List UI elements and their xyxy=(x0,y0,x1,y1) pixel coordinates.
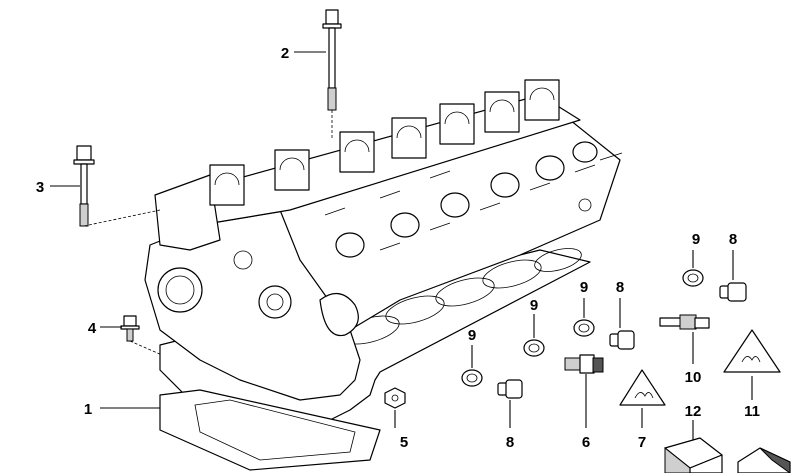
sensor-with-lead[interactable] xyxy=(659,314,710,330)
screw-plug-3[interactable] xyxy=(719,282,747,302)
callout-8-middle: 8 xyxy=(616,279,624,296)
callout-numbers: 1 2 3 4 5 6 7 8 8 8 9 9 9 9 10 11 12 xyxy=(36,45,760,451)
callout-8-right: 8 xyxy=(729,231,737,248)
callout-4: 4 xyxy=(88,320,97,337)
sealing-ring-3[interactable] xyxy=(573,319,595,337)
callout-9-third: 9 xyxy=(580,279,588,296)
lower-gasket-plate[interactable] xyxy=(159,389,381,471)
hex-nut[interactable] xyxy=(384,387,406,409)
head-bolt-short[interactable] xyxy=(73,145,95,227)
callout-1: 1 xyxy=(84,401,92,418)
screw-plug-1[interactable] xyxy=(497,379,523,399)
sealing-ring-1[interactable] xyxy=(461,369,483,387)
sealing-ring-4[interactable] xyxy=(682,269,704,287)
callout-6: 6 xyxy=(582,434,590,451)
leader-lines xyxy=(50,51,753,440)
callout-5: 5 xyxy=(400,434,408,451)
callout-12: 12 xyxy=(685,403,702,420)
callout-9-right: 9 xyxy=(692,231,700,248)
head-bolt-long[interactable] xyxy=(322,9,342,111)
callout-10: 10 xyxy=(685,369,702,386)
cylinder-head[interactable] xyxy=(144,79,623,401)
callout-9-left: 9 xyxy=(468,327,476,344)
parts-box[interactable] xyxy=(664,437,723,473)
temperature-sensor[interactable] xyxy=(564,354,604,374)
callout-11: 11 xyxy=(744,403,760,420)
sealing-ring-2[interactable] xyxy=(523,339,545,357)
callout-9-second: 9 xyxy=(530,297,538,314)
screw-plug-2[interactable] xyxy=(609,330,635,350)
callout-2: 2 xyxy=(281,45,289,62)
bag-corner[interactable] xyxy=(737,447,791,473)
callout-3: 3 xyxy=(36,179,44,196)
callout-7: 7 xyxy=(638,434,646,451)
small-bolt[interactable] xyxy=(120,315,140,342)
callout-8-left: 8 xyxy=(506,434,514,451)
warning-label-triangle-11[interactable] xyxy=(723,329,781,373)
warning-label-triangle-7[interactable] xyxy=(619,369,666,406)
